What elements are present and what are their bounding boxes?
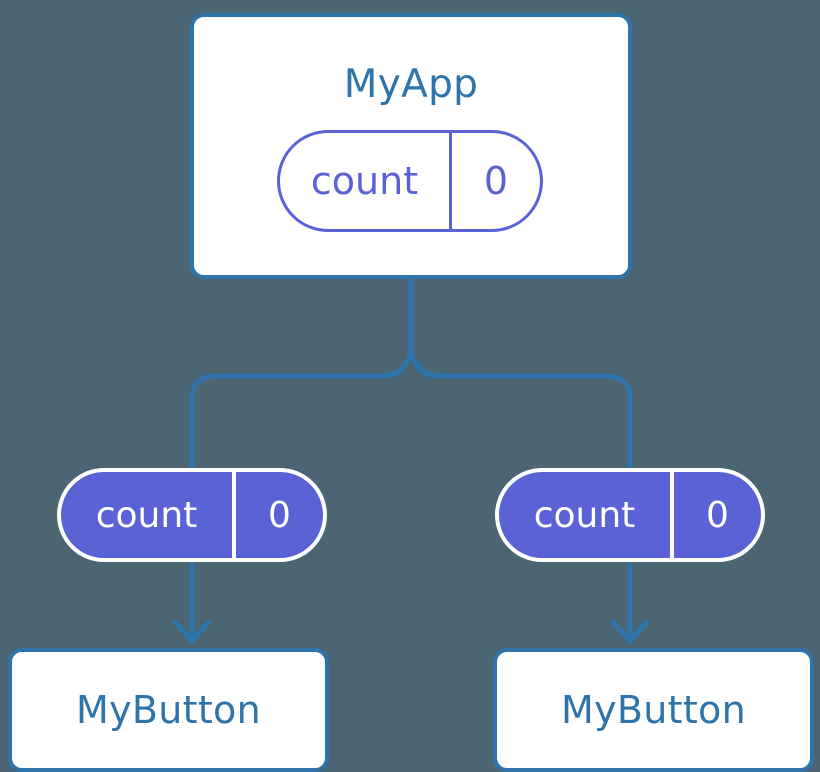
component-node-myapp[interactable]: MyApp — [190, 13, 632, 279]
component-node-mybutton-right[interactable]: MyButton — [493, 648, 814, 772]
branch-line-left — [189, 373, 386, 471]
prop-key-label: count — [499, 472, 674, 558]
prop-value-label: 0 — [268, 494, 291, 536]
prop-value-label: 0 — [706, 494, 729, 536]
fork-notch — [380, 349, 442, 379]
branch-line-right — [436, 373, 633, 471]
state-value-label: 0 — [483, 159, 509, 203]
prop-pill-left[interactable]: count 0 — [57, 468, 327, 562]
arrow-head-left — [172, 619, 212, 644]
prop-key-label: count — [61, 472, 236, 558]
component-name-label: MyButton — [76, 688, 261, 732]
component-name-label: MyButton — [561, 688, 746, 732]
state-key-label: count — [280, 133, 452, 229]
component-node-mybutton-left[interactable]: MyButton — [8, 648, 329, 772]
state-pill-root[interactable]: count 0 — [277, 130, 543, 232]
prop-pill-right[interactable]: count 0 — [495, 468, 765, 562]
component-name-label: MyApp — [343, 62, 479, 107]
arrow-head-right — [610, 619, 650, 644]
